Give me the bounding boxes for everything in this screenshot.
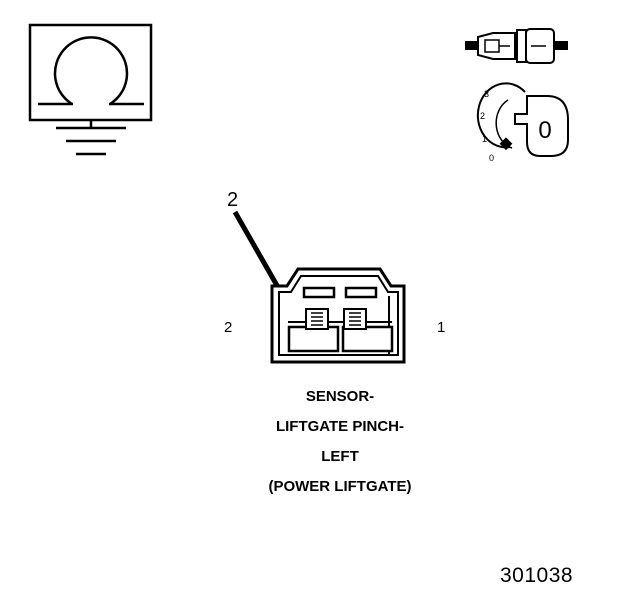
- figure-number: 301038: [500, 564, 574, 587]
- callout-number: 2: [227, 189, 238, 211]
- terminal-2-icon: [305, 308, 329, 330]
- terminal-1-icon: [343, 308, 367, 330]
- switch-position-0: 0: [489, 153, 494, 163]
- switch-position-2: 2: [480, 111, 485, 121]
- caption-line-1: SENSOR-: [305, 388, 375, 405]
- pin-label-left: 2: [224, 319, 232, 336]
- ignition-switch-icon: 0 3 2 1 0: [476, 82, 569, 163]
- key-position-label: 0: [538, 117, 551, 144]
- ground-symbol-icon: [28, 23, 153, 156]
- connector-plug-icon: [465, 28, 568, 64]
- pin-label-right: 1: [437, 319, 445, 336]
- caption-line-4: (POWER LIFTGATE): [268, 478, 412, 495]
- caption-line-2: LIFTGATE PINCH-: [275, 418, 405, 435]
- caption-line-3: LEFT: [321, 448, 359, 465]
- connector-caption: SENSOR- LIFTGATE PINCH- LEFT (POWER LIFT…: [190, 382, 490, 502]
- connector-face: [270, 267, 406, 364]
- switch-position-1: 1: [482, 134, 487, 144]
- switch-position-3: 3: [484, 89, 489, 99]
